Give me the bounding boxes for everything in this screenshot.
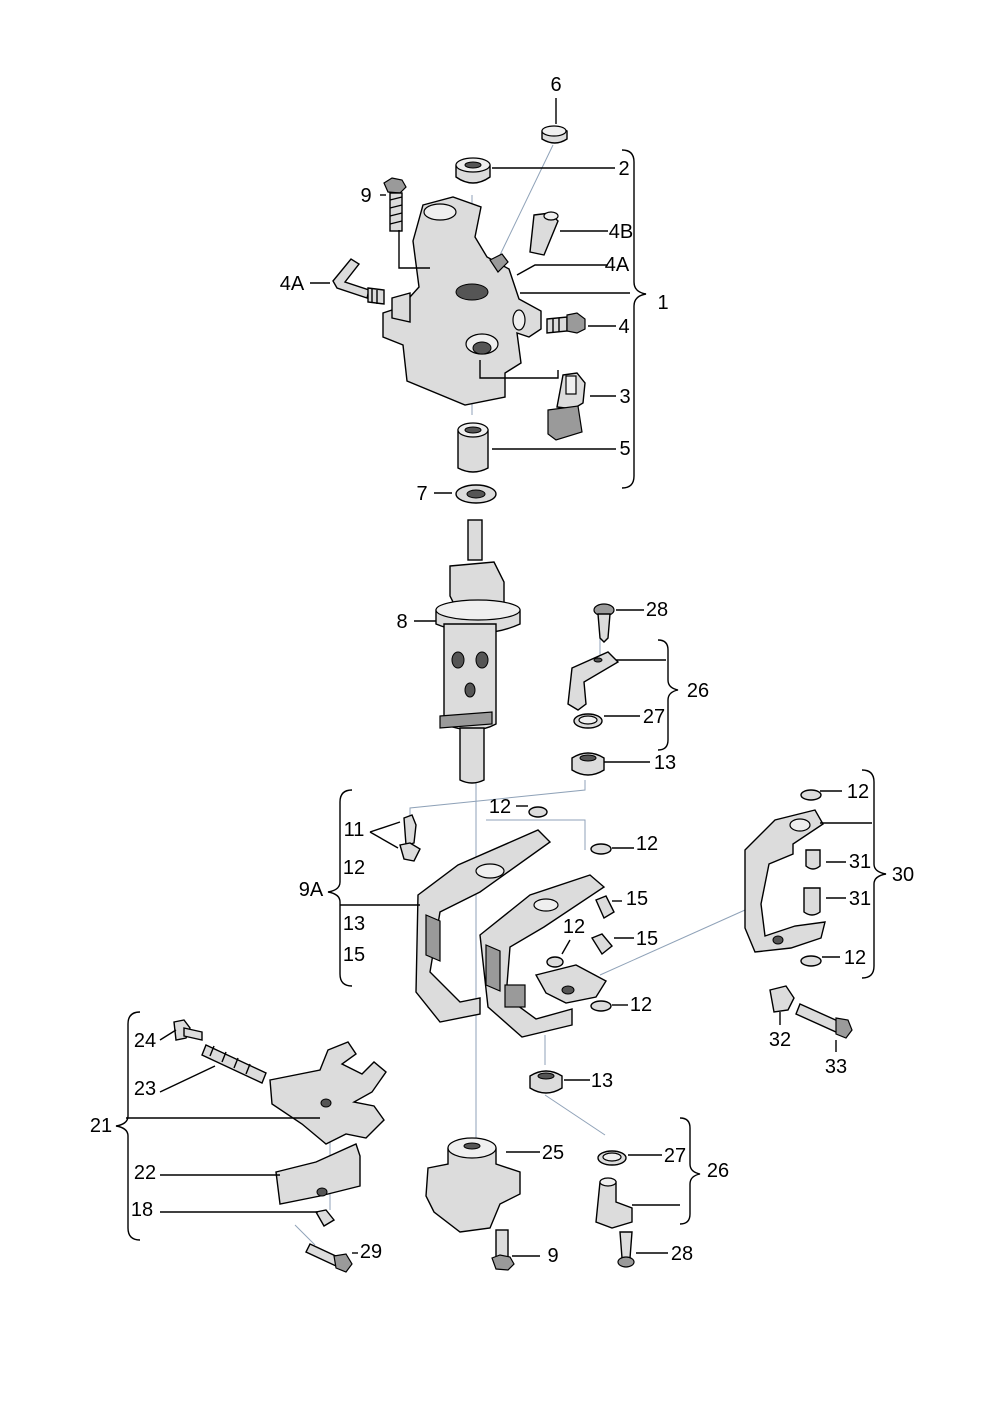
part-3-sensor [547,372,586,441]
part-label-26: 26 [687,680,709,702]
brace-part-1 [621,149,647,489]
part-4b-pin [529,211,559,256]
part-26-bracket-lower [595,1177,633,1229]
part-label-9: 9 [360,185,371,207]
part-label-30: 30 [892,864,914,886]
part-label-27: 27 [664,1145,686,1167]
part-33-bolt [795,1003,853,1039]
part-22-plate [275,1143,361,1205]
part-9-bolt-bottom [491,1229,515,1271]
brace-part-26-lower [679,1117,701,1225]
part-label-23: 23 [134,1078,156,1100]
part-27-ring-upper [573,713,603,729]
part-18-clip [314,1209,336,1227]
part-label-7: 7 [416,483,427,505]
part-label-4: 4 [618,316,629,338]
part-label-29: 29 [360,1241,382,1263]
part-label-12: 12 [489,796,511,818]
brace-part-21 [115,1011,141,1241]
part-25-base [425,1137,521,1233]
part-label-27: 27 [643,706,665,728]
brace-part-30 [861,769,887,979]
part-26-bracket-upper [567,651,620,711]
part-label-13: 13 [343,913,365,935]
part-29-bolt [305,1243,353,1273]
part-label-31: 31 [849,851,871,873]
part-label-12: 12 [636,833,658,855]
part-label-24: 24 [134,1030,156,1052]
part-label-12: 12 [343,857,365,879]
part-13-bushing-upper [571,752,605,776]
part-9-bolt-top [383,177,407,232]
part-23-spring [201,1044,267,1084]
part-label-15: 15 [626,888,648,910]
part-28-screw-upper [593,603,615,643]
part-label-21: 21 [90,1115,112,1137]
part-9a-shift-forks [415,829,607,1038]
part-4a-bent-pipe [332,258,385,305]
part-label-13: 13 [591,1070,613,1092]
part-label-28: 28 [646,599,668,621]
part-label-15: 15 [636,928,658,950]
part-11-pins [399,814,421,862]
part-30-yoke [744,809,826,953]
part-label-4b: 4B [609,221,633,243]
part-5-sleeve [457,422,489,473]
part-13-bushing-lower [529,1070,563,1094]
part-label-11: 11 [344,819,365,841]
part-label-9a: 9A [299,879,324,901]
part-label-5: 5 [619,438,630,460]
part-8-selector-shaft [435,519,521,784]
part-label-3: 3 [619,386,630,408]
part-label-31: 31 [849,888,871,910]
part-label-9: 9 [547,1245,558,1267]
part-label-28: 28 [671,1243,693,1265]
part-label-12: 12 [847,781,869,803]
part-label-12: 12 [563,916,585,938]
leader-lines [126,98,872,1257]
part-label-6: 6 [550,74,561,96]
part-label-15: 15 [343,944,365,966]
part-31-pins [803,849,821,916]
part-label-2: 2 [618,158,629,180]
part-27-ring-lower [597,1150,627,1166]
part-32-nut [769,985,795,1013]
part-label-4a: 4A [605,254,630,276]
part-label-26: 26 [707,1160,729,1182]
part-6-cap [541,125,568,144]
part-label-32: 32 [769,1029,791,1051]
part-label-33: 33 [825,1056,847,1078]
part-28-screw-lower [617,1231,635,1268]
part-label-12: 12 [630,994,652,1016]
part-label-13: 13 [654,752,676,774]
part-label-1: 1 [657,292,668,314]
part-12-bushes [528,789,822,1012]
part-4-screw [546,312,586,334]
part-21-lever [269,1041,387,1145]
part-2-seal [455,157,491,184]
part-label-18: 18 [131,1199,153,1221]
brace-part-26-upper [657,639,679,751]
part-label-25: 25 [542,1142,564,1164]
part-label-4a: 4A [280,273,305,295]
part-label-22: 22 [134,1162,156,1184]
brace-part-9a [327,789,353,987]
part-1-housing [382,196,542,406]
part-label-8: 8 [396,611,407,633]
part-7-washer [455,484,497,504]
part-24-screw [173,1019,203,1041]
part-label-12: 12 [844,947,866,969]
part-15-pins [590,895,615,956]
